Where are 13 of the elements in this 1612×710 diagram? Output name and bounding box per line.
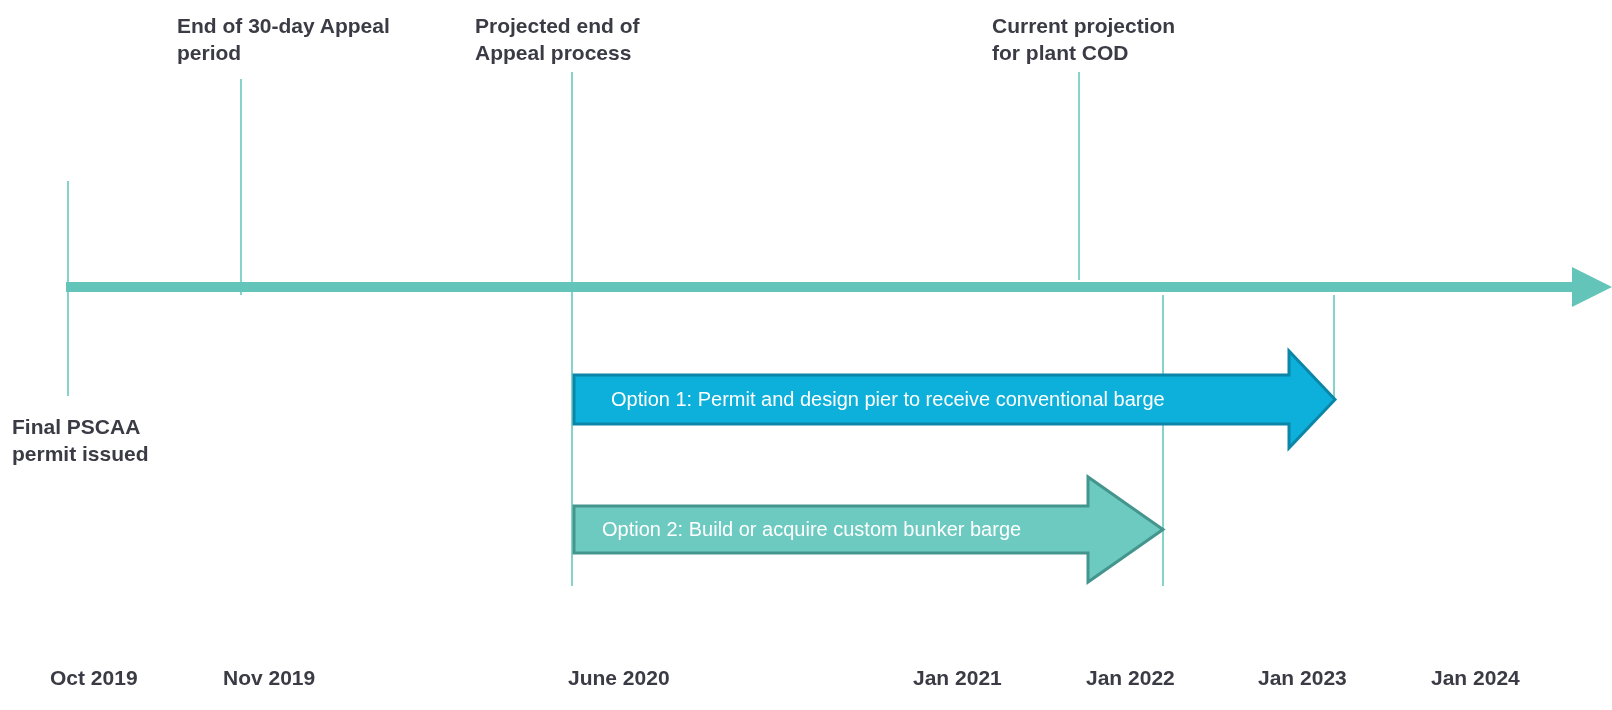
date-label: Jan 2022 [1086, 665, 1175, 691]
milestone-label: End of 30-day Appeal period [177, 13, 391, 67]
date-label: Oct 2019 [50, 665, 138, 691]
option-label: Option 2: Build or acquire custom bunker barge [602, 517, 1022, 541]
date-label: Jan 2023 [1258, 665, 1347, 691]
milestone-label: Current projection for plant COD [992, 13, 1177, 67]
date-label: Jan 2024 [1431, 665, 1520, 691]
option-label: Option 1: Permit and design pier to receive conventional barge [611, 387, 1165, 411]
date-label: Nov 2019 [223, 665, 316, 691]
date-label: Jan 2021 [913, 665, 1002, 691]
milestone-label: Final PSCAA permit issued [12, 414, 150, 468]
milestone-label: Projected end of Appeal process [475, 13, 641, 67]
date-label: June 2020 [568, 665, 670, 691]
